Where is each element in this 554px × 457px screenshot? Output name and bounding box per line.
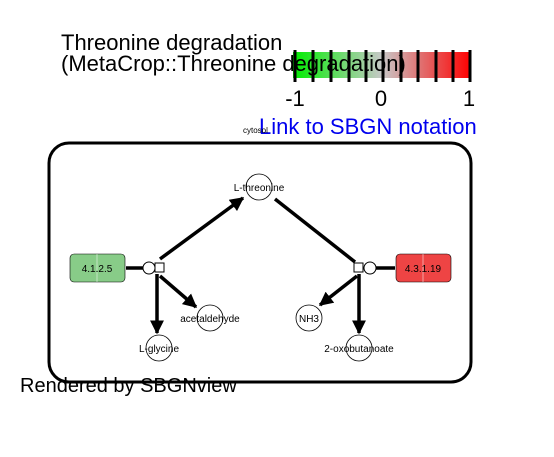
metabolite-circle[interactable] (345, 334, 373, 362)
metabolite-label: L-glycine (139, 344, 179, 355)
reaction-edges (126, 196, 395, 335)
enzyme-4-1-2-5[interactable]: 4.1.2.5 (69, 253, 126, 283)
edge-to-threonine (158, 196, 245, 261)
legend-tick-marks (293, 50, 472, 82)
metabolite-label: 2-oxobutanoate (324, 344, 394, 355)
edge-from-threonine (273, 197, 357, 264)
legend-tick-min: -1 (285, 86, 305, 111)
process-glyphs (142, 261, 377, 275)
edge-to-acetaldehyde (158, 274, 198, 309)
pathway-title: Threonine degradation (61, 30, 282, 55)
cytosol-compartment (47, 141, 473, 384)
metabolite-l-glycine[interactable]: L-glycine (139, 334, 179, 362)
legend-tick-mid: 0 (375, 86, 387, 111)
metabolite-circle[interactable] (245, 173, 273, 201)
pathway-subtitle: (MetaCrop::Threonine degradation) (61, 51, 406, 76)
metabolite-l-threonine[interactable]: L-threonine (234, 173, 285, 201)
color-legend: -1 0 1 (285, 50, 475, 111)
metabolite-label: acetaldehyde (180, 314, 240, 325)
process-node-right (353, 262, 364, 273)
catalysis-circle-left (142, 261, 156, 275)
enzyme-4-3-1-19[interactable]: 4.3.1.19 (395, 253, 452, 283)
metabolite-label: L-threonine (234, 183, 285, 194)
metabolite-circle[interactable] (196, 304, 224, 332)
metabolite-circle[interactable] (295, 304, 323, 332)
metabolite-label: NH3 (299, 314, 319, 325)
sbgn-notation-link[interactable]: Link to SBGN notation (259, 114, 477, 139)
metabolite-circle[interactable] (145, 334, 173, 362)
edge-to-nh3 (318, 274, 359, 307)
metabolite-nh3[interactable]: NH3 (295, 304, 323, 332)
compartment-label: cytosol (243, 126, 268, 135)
metabolite-2-oxobutanoate[interactable]: 2-oxobutanoate (324, 334, 394, 362)
rendered-by-credit: Rendered by SBGNview (20, 375, 237, 397)
metabolite-acetaldehyde[interactable]: acetaldehyde (180, 304, 240, 332)
enzyme-label-right: 4.3.1.19 (405, 264, 442, 275)
catalysis-circle-right (363, 261, 377, 275)
legend-tick-max: 1 (463, 86, 475, 111)
process-node-left (154, 262, 165, 273)
enzyme-label-left: 4.1.2.5 (82, 264, 113, 275)
